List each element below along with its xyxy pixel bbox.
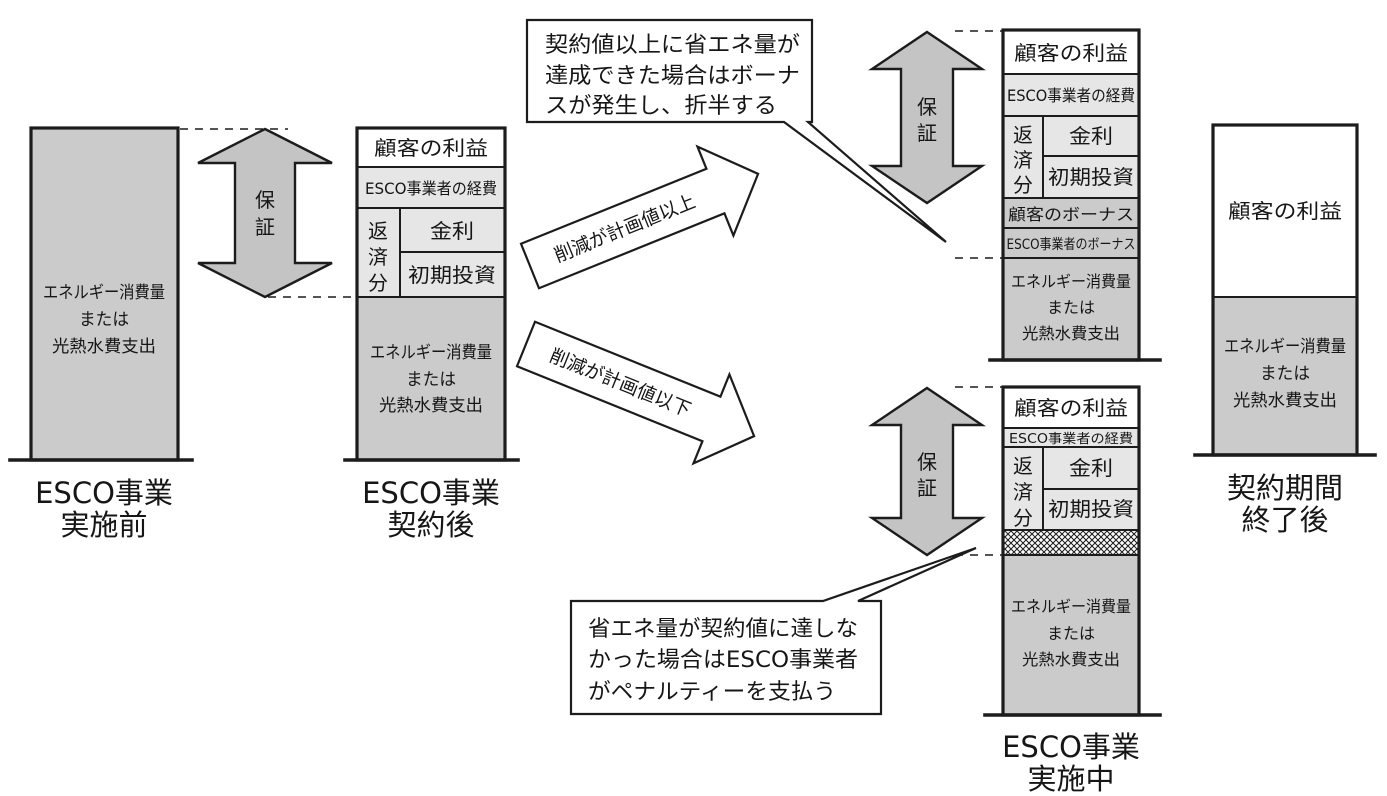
guarantee-arrow: 保 証 [868, 386, 986, 557]
initial-investment-label: 初期投資 [1048, 497, 1134, 521]
callout-text-line: 達成できた場合はボーナ [545, 64, 800, 89]
column-label: ESCO事業 [35, 476, 173, 510]
interest-label: 金利 [430, 219, 474, 243]
energy-cost-line: エネルギー消費量 [1011, 597, 1131, 616]
energy-cost-section [30, 127, 179, 461]
energy-cost-line: 光熱水費支出 [52, 337, 156, 357]
interest-label: 金利 [1069, 124, 1113, 148]
double-arrow-icon [868, 386, 986, 557]
repayment-label-char: 分 [1013, 506, 1033, 530]
energy-cost-line: または [406, 370, 456, 390]
penalty-shortfall-hatched-section [1002, 529, 1140, 556]
column-label: ESCO事業 [362, 476, 500, 510]
bar-during-bonus-case: 顧客の利益 ESCO事業者の経費 返 済 分 金利 初期投資 顧客のボーナス E… [988, 28, 1162, 362]
repayment-label-char: 返 [1013, 454, 1033, 478]
energy-cost-line: エネルギー消費量 [370, 343, 492, 363]
double-arrow-icon [868, 30, 986, 205]
customer-profit-section [1212, 124, 1358, 298]
esco-expense-label: ESCO事業者の経費 [1009, 431, 1133, 447]
repayment-label-char: 済 [1013, 148, 1033, 172]
callout-text-line: 省エネ量が契約値に達しな [588, 617, 858, 642]
guarantee-label-char: 証 [917, 121, 937, 145]
bar-after-contract: 顧客の利益 ESCO事業者の経費 返 済 分 金利 初期投資 エネルギー消費量 … [343, 126, 520, 542]
repayment-label-char: 返 [1013, 123, 1033, 147]
energy-cost-line: エネルギー消費量 [43, 283, 165, 303]
repayment-label-char: 済 [368, 245, 388, 269]
energy-cost-line: 光熱水費支出 [1022, 650, 1120, 669]
customer-profit-label: 顧客の利益 [1014, 41, 1128, 65]
interest-label: 金利 [1069, 456, 1113, 480]
energy-cost-line: 光熱水費支出 [1233, 391, 1337, 411]
bar-before-implementation: エネルギー消費量 または 光熱水費支出 ESCO事業 実施前 [8, 126, 194, 542]
bonus-callout: 契約値以上に省エネ量が 達成できた場合はボーナ スが発生し、折半する [525, 18, 947, 243]
column-label: 実施中 [1027, 762, 1114, 796]
guarantee-label-char: 証 [255, 215, 275, 239]
energy-cost-line: または [1047, 624, 1095, 643]
customer-profit-label: 顧客の利益 [1014, 396, 1128, 420]
esco-expense-label: ESCO事業者の経費 [365, 179, 497, 198]
energy-cost-line: または [79, 310, 129, 330]
bar-during-penalty-case: 顧客の利益 ESCO事業者の経費 返 済 分 金利 初期投資 エネルギー消費量 … [983, 385, 1162, 796]
initial-investment-label: 初期投資 [408, 263, 496, 287]
repayment-label-char: 済 [1013, 480, 1033, 504]
callout-text-line: スが発生し、折半する [545, 94, 777, 119]
esco-bonus-label: ESCO事業者のボーナス [1007, 237, 1136, 253]
guarantee-label-char: 保 [917, 450, 937, 474]
customer-profit-label: 顧客の利益 [374, 136, 488, 160]
bar-after-contract-term: 顧客の利益 エネルギー消費量 または 光熱水費支出 契約期間 終了後 [1193, 123, 1377, 537]
esco-expense-section [356, 166, 506, 209]
guarantee-label-char: 保 [255, 188, 275, 212]
energy-cost-section [356, 296, 506, 461]
right-arrow-icon [519, 144, 760, 290]
double-arrow-icon [197, 127, 333, 299]
column-label: 終了後 [1241, 503, 1328, 537]
energy-cost-line: または [1260, 364, 1310, 384]
energy-cost-line: エネルギー消費量 [1224, 337, 1346, 357]
callout-bubble [525, 18, 947, 243]
repayment-label-char: 分 [1013, 173, 1033, 197]
reduction-below-plan-arrow: 削減が計画値以下 [515, 320, 756, 466]
guarantee-arrow: 保 証 [197, 127, 333, 299]
right-arrow-icon [515, 320, 756, 466]
guarantee-arrow: 保 証 [868, 30, 986, 205]
column-label: 契約後 [387, 508, 474, 542]
customer-profit-label: 顧客の利益 [1228, 199, 1342, 223]
column-label: 契約期間 [1227, 471, 1343, 505]
energy-cost-line: または [1047, 298, 1095, 317]
column-label: ESCO事業 [1002, 730, 1140, 764]
column-label: 実施前 [60, 508, 147, 542]
energy-cost-line: エネルギー消費量 [1011, 272, 1131, 291]
guarantee-label-char: 保 [917, 95, 937, 119]
repayment-label-char: 分 [368, 271, 388, 295]
initial-investment-label: 初期投資 [1048, 165, 1134, 189]
customer-bonus-label: 顧客のボーナス [1008, 205, 1134, 224]
repayment-label-char: 返 [368, 219, 388, 243]
customer-bonus-section [1002, 197, 1140, 229]
energy-cost-line: 光熱水費支出 [379, 396, 483, 416]
guarantee-label-char: 証 [917, 476, 937, 500]
callout-text-line: がペナルティーを支払う [588, 680, 836, 705]
callout-text-line: 契約値以上に省エネ量が [545, 33, 800, 58]
esco-expense-label: ESCO事業者の経費 [1007, 86, 1135, 105]
callout-text-line: かった場合はESCO事業者 [588, 648, 858, 673]
callout-bubble [569, 546, 977, 716]
initial-investment-section [1042, 155, 1140, 199]
reduction-above-plan-arrow: 削減が計画値以上 [519, 144, 760, 290]
energy-cost-line: 光熱水費支出 [1022, 324, 1120, 343]
penalty-callout: 省エネ量が契約値に達しな かった場合はESCO事業者 がペナルティーを支払う [569, 546, 977, 716]
